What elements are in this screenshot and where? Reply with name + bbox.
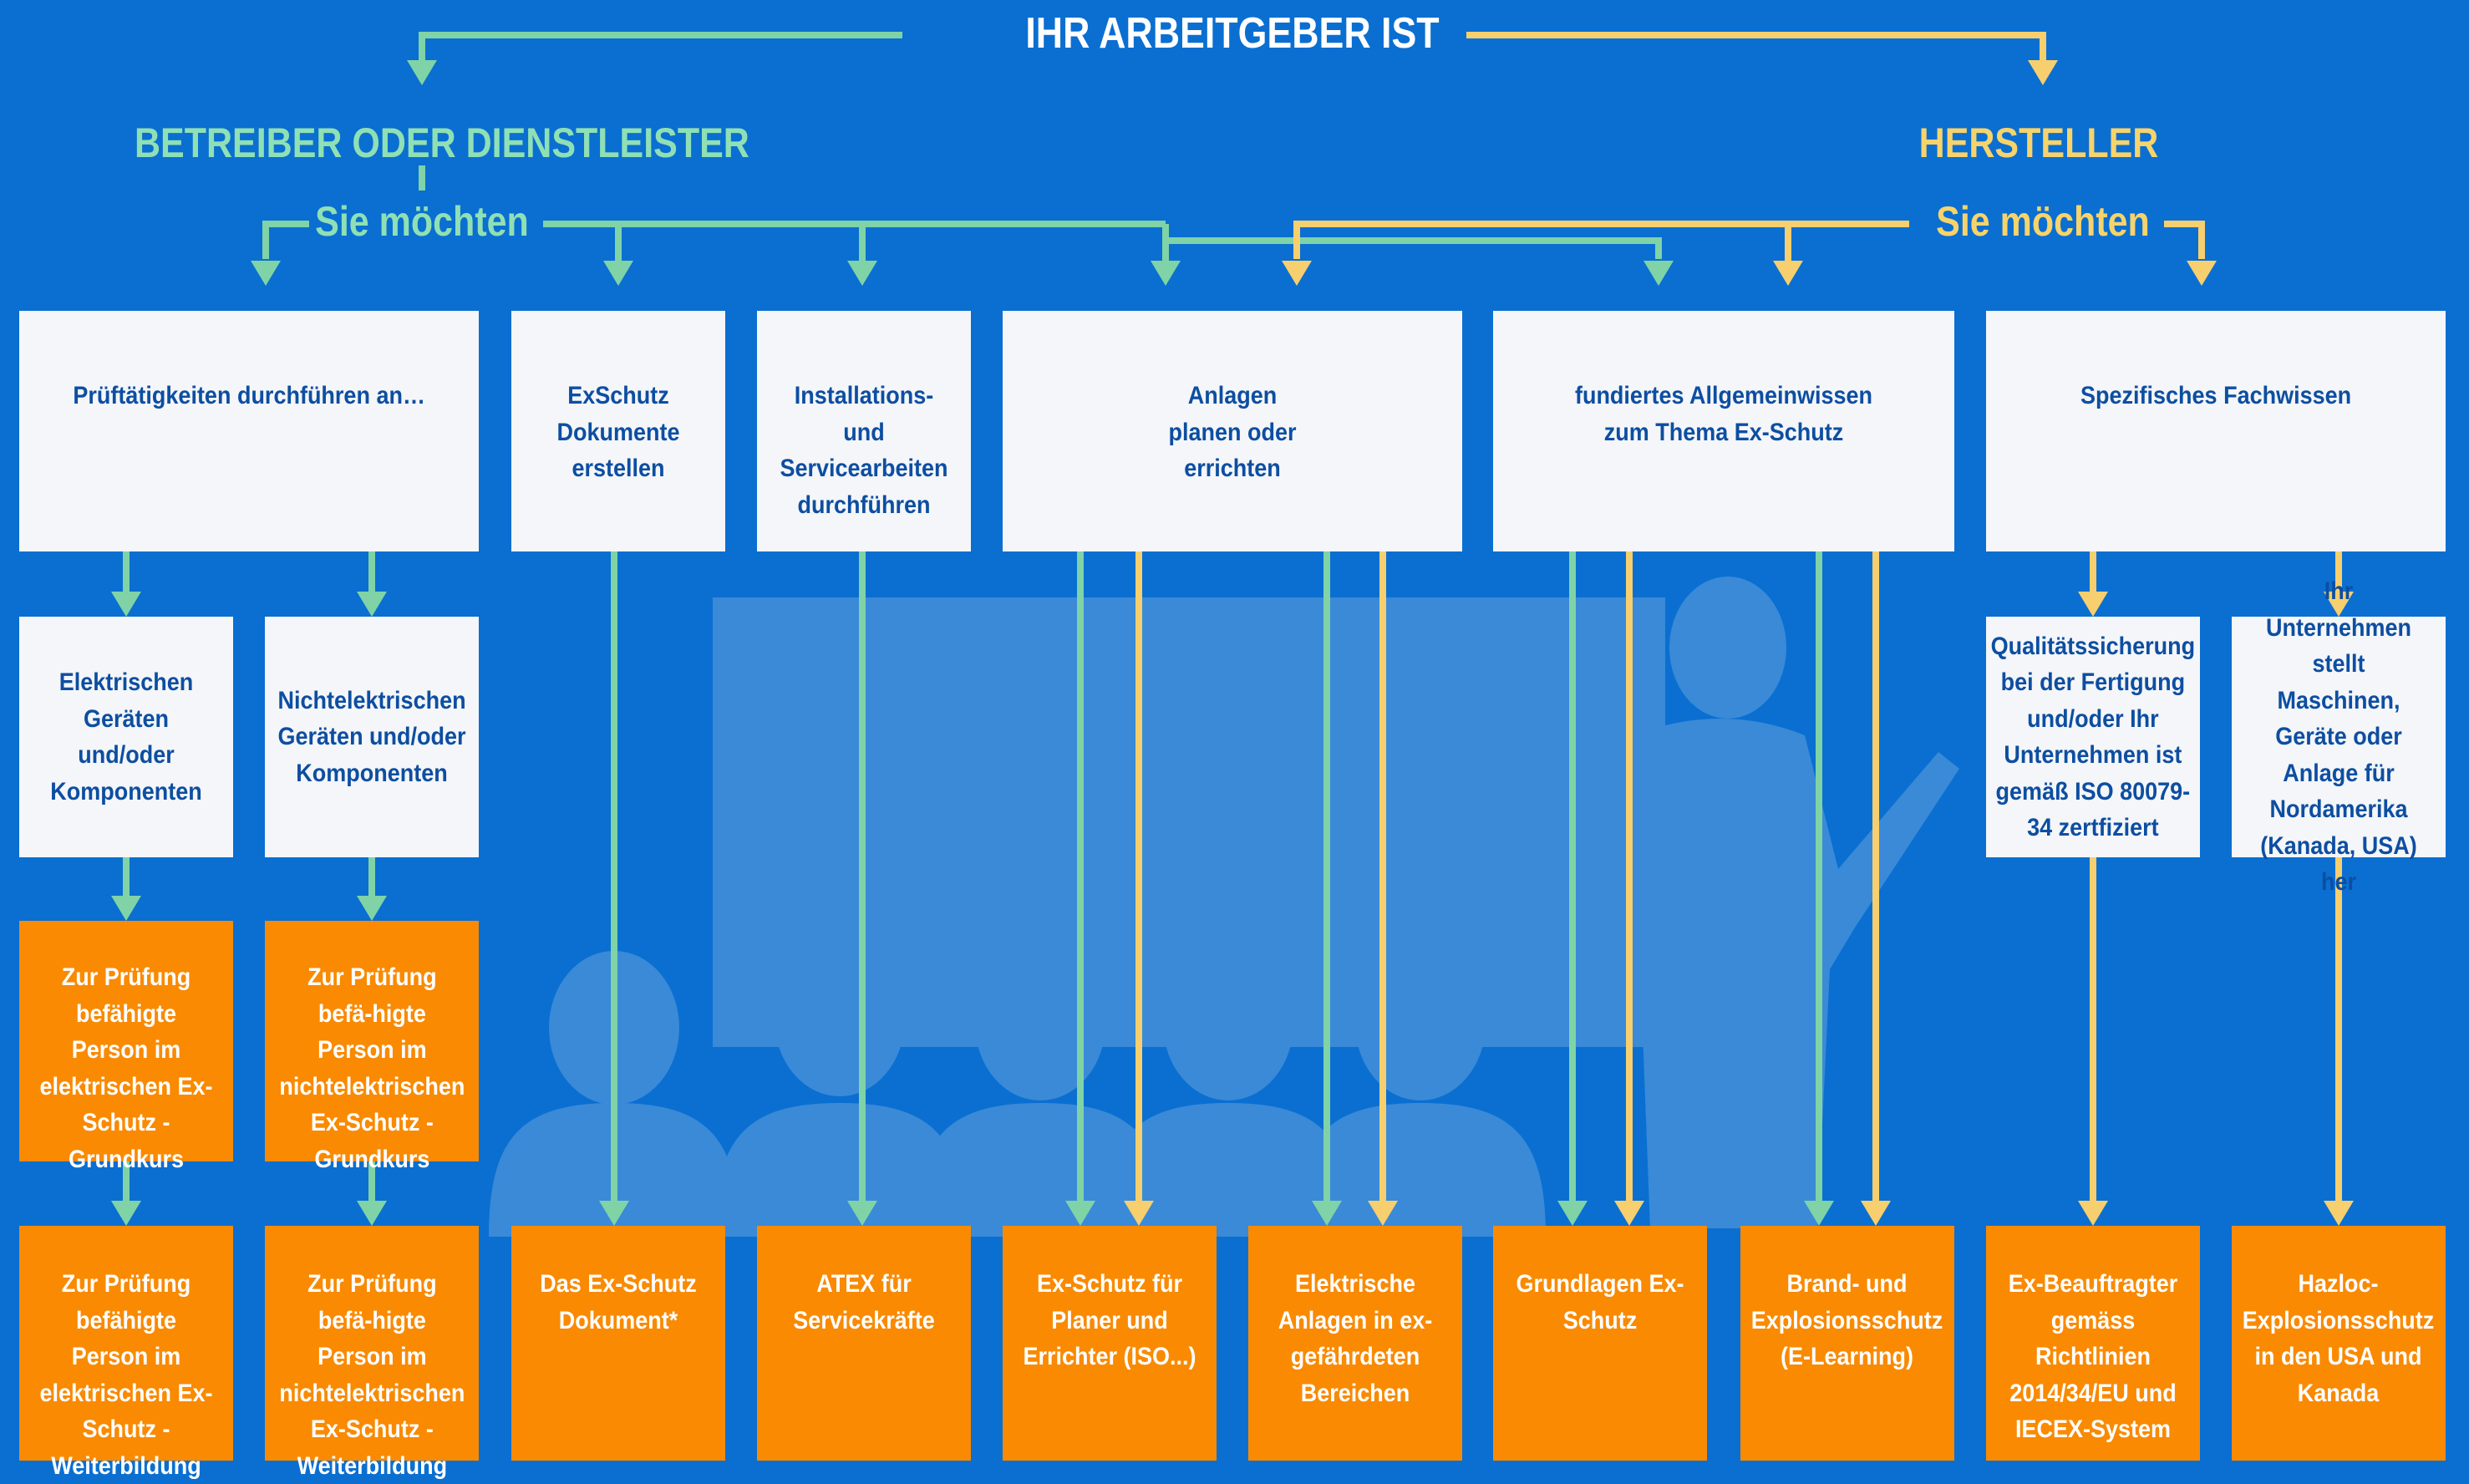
arrow-head [2324, 592, 2354, 617]
course-basic-nonelectrical[interactable]: Zur Prüfung befä-higte Person im nichtel… [265, 921, 479, 1173]
audience-head [975, 947, 1105, 1100]
connector [262, 221, 309, 259]
arrow-head [1773, 261, 1803, 286]
arrow-head [357, 592, 387, 617]
audience-shoulders [1295, 1103, 1546, 1237]
arrow-head [1557, 1201, 1588, 1226]
subgoal-nonelectrical-devices[interactable]: Nichtelektrischen Geräten und/oder Kompo… [265, 617, 479, 857]
arrow-head [847, 261, 877, 286]
audience-shoulders [915, 1103, 1166, 1237]
connector [1293, 221, 1909, 259]
presenter-body [1479, 719, 1959, 1228]
audience-head [1355, 947, 1486, 1100]
audience-shoulders [1103, 1103, 1354, 1237]
course-atex-service[interactable]: ATEX für Servicekräfte [757, 1226, 971, 1461]
connector [419, 32, 902, 60]
arrow-head [2078, 1201, 2108, 1226]
arrow-head [1151, 261, 1181, 286]
arrow-head [251, 261, 281, 286]
goal-plan-build-plants[interactable]: Anlagen planen oder errichten [1003, 311, 1462, 551]
presenter-head [1669, 577, 1786, 719]
arrow-head [111, 1201, 141, 1226]
arrow-head [1614, 1201, 1644, 1226]
goal-installation-service[interactable]: Installations- und Servicearbeiten durch… [757, 311, 971, 551]
manufacturer-want-label: Sie möchten [1936, 198, 2150, 245]
arrow-head [603, 261, 633, 286]
course-electrical-plants-hazardous-areas[interactable]: Elektrische Anlagen in ex-gefährdeten Be… [1248, 1226, 1462, 1461]
arrow-head [1065, 1201, 1095, 1226]
presentation-silhouette [489, 577, 1959, 1237]
arrow-head [357, 896, 387, 921]
audience-head [1163, 947, 1293, 1100]
employer-heading: IHR ARBEITGEBER IST [1025, 9, 1440, 58]
connector [1166, 237, 1662, 259]
arrow-head [1368, 1201, 1398, 1226]
course-fire-explosion-elearning[interactable]: Brand- und Explosionsschutz (E-Learning) [1740, 1226, 1954, 1461]
course-exschutz-document[interactable]: Das Ex-Schutz Dokument* [511, 1226, 725, 1461]
arrow-head [2078, 592, 2108, 617]
arrow-head [847, 1201, 877, 1226]
connector [1466, 32, 2046, 60]
course-exschutz-basics[interactable]: Grundlagen Ex-Schutz [1493, 1226, 1707, 1461]
subgoal-electrical-devices[interactable]: Elektrischen Geräten und/oder Komponente… [19, 617, 233, 857]
subgoal-north-america[interactable]: Ihr Unternehmen stellt Maschinen, Geräte… [2232, 577, 2446, 896]
goal-general-knowledge[interactable]: fundiertes Allgemeinwissen zum Thema Ex-… [1493, 311, 1954, 551]
course-advanced-nonelectrical[interactable]: Zur Prüfung befä-higte Person im nichtel… [265, 1226, 479, 1480]
arrow-head [357, 1201, 387, 1226]
arrow-head [1282, 261, 1312, 286]
arrow-head [2028, 60, 2058, 85]
operator-want-label: Sie möchten [315, 198, 529, 245]
audience-head [775, 943, 905, 1096]
course-ex-officer[interactable]: Ex-Beauftragter gemäss Richtlinien 2014/… [1986, 1226, 2200, 1461]
arrow-head [1643, 261, 1674, 286]
connector [2164, 221, 2205, 259]
arrow-head [407, 60, 437, 85]
subgoal-quality-assurance[interactable]: Qualitätssicherung bei der Fertigung und… [1986, 617, 2200, 857]
operator-heading: BETREIBER ODER DIENSTLEISTER [135, 119, 749, 166]
audience-shoulders [714, 1103, 965, 1237]
goal-exschutz-documents[interactable]: ExSchutz Dokumente erstellen [511, 311, 725, 551]
arrow-head [1312, 1201, 1342, 1226]
arrow-head [2324, 1201, 2354, 1226]
arrow-head [111, 896, 141, 921]
arrow-head [599, 1201, 629, 1226]
arrow-head [111, 592, 141, 617]
course-advanced-electrical[interactable]: Zur Prüfung befähigte Person im elektris… [19, 1226, 233, 1480]
arrow-head [2187, 261, 2217, 286]
arrow-head [1124, 1201, 1154, 1226]
manufacturer-heading: HERSTELLER [1918, 119, 2159, 166]
arrow-head [1804, 1201, 1834, 1226]
goal-inspection[interactable]: Prüftätigkeiten durchführen an… [19, 311, 479, 551]
course-planners-installers[interactable]: Ex-Schutz für Planer und Errichter (ISO.… [1003, 1226, 1217, 1461]
arrow-head [1861, 1201, 1891, 1226]
course-hazloc[interactable]: Hazloc-Explosionsschutz in den USA und K… [2232, 1226, 2446, 1461]
course-basic-electrical[interactable]: Zur Prüfung befähigte Person im elektris… [19, 921, 233, 1173]
goal-specific-expertise[interactable]: Spezifisches Fachwissen [1986, 311, 2446, 551]
